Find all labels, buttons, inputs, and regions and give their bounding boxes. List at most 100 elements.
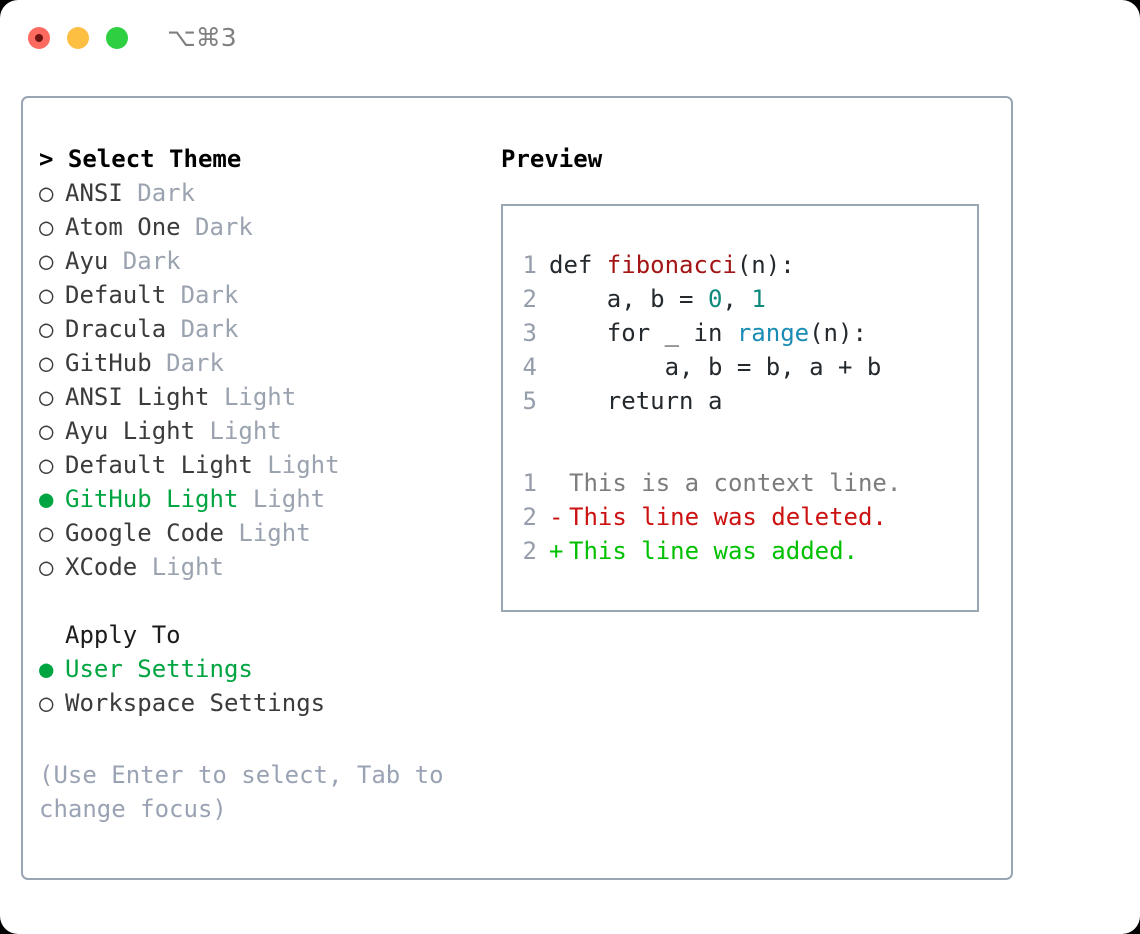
theme-item-variant-tag: Dark bbox=[122, 247, 181, 275]
content-frame: > Select Theme ○ANSI Dark○Atom One Dark○… bbox=[21, 96, 1013, 880]
code-token-plain: , bbox=[722, 285, 752, 313]
radio-unselected-icon: ○ bbox=[39, 247, 54, 275]
diff-line-text: This line was deleted. bbox=[569, 503, 887, 531]
theme-item-name: Ayu bbox=[65, 247, 123, 275]
theme-list[interactable]: ○ANSI Dark○Atom One Dark○Ayu Dark○Defaul… bbox=[39, 176, 479, 584]
code-token-fn: fibonacci bbox=[606, 251, 737, 279]
theme-item-dracula[interactable]: ○ Dracula Dark bbox=[39, 312, 479, 346]
diff-line-number: 2 bbox=[522, 537, 537, 565]
diff-line-text: This line was added. bbox=[569, 537, 858, 565]
radio-unselected-icon: ○ bbox=[39, 349, 54, 377]
apply-to-option-label: Workspace Settings bbox=[65, 689, 326, 717]
code-line-number: 1 bbox=[522, 251, 537, 279]
keyboard-shortcut-label: ⌥⌘3 bbox=[167, 23, 237, 52]
code-line-number: 4 bbox=[522, 353, 537, 381]
code-line: 1 def fibonacci(n): bbox=[513, 248, 971, 282]
keyboard-hint-text: (Use Enter to select, Tab to change focu… bbox=[39, 761, 444, 823]
code-token-builtin: range bbox=[736, 319, 810, 347]
close-window-button[interactable] bbox=[28, 27, 50, 49]
code-token-num: 0 bbox=[707, 285, 723, 313]
code-token-kw: return a bbox=[549, 387, 723, 415]
apply-to-option-workspace-settings[interactable]: ○ Workspace Settings bbox=[39, 686, 479, 720]
code-line: 2 a, b = 0, 1 bbox=[513, 282, 971, 316]
code-token-kw: def bbox=[549, 251, 607, 279]
diff-line-deleted: 2-This line was deleted. bbox=[513, 500, 971, 534]
code-line-number: 2 bbox=[522, 285, 537, 313]
theme-selector-pane: > Select Theme ○ANSI Dark○Atom One Dark○… bbox=[39, 142, 479, 720]
theme-item-variant-tag: Light bbox=[209, 417, 282, 445]
apply-to-heading: Apply To bbox=[65, 621, 181, 649]
apply-to-option-label: User Settings bbox=[65, 655, 253, 683]
theme-item-variant-tag: Dark bbox=[180, 281, 239, 309]
apply-to-list[interactable]: ● User Settings ○ Workspace Settings bbox=[39, 652, 479, 720]
theme-item-name: Ayu Light bbox=[65, 417, 210, 445]
theme-item-xcode[interactable]: ○XCode Light bbox=[39, 550, 479, 584]
radio-unselected-icon: ○ bbox=[39, 553, 54, 581]
radio-unselected-icon: ○ bbox=[39, 315, 54, 343]
theme-item-default[interactable]: ○ Default Dark bbox=[39, 278, 479, 312]
theme-item-github-light[interactable]: ● GitHub Light Light bbox=[39, 482, 479, 516]
theme-item-name: Default bbox=[65, 281, 181, 309]
theme-item-default-light[interactable]: ○Default Light Light bbox=[39, 448, 479, 482]
radio-selected-icon: ● bbox=[39, 655, 54, 683]
list-spacer bbox=[39, 584, 479, 618]
diff-line-text: This is a context line. bbox=[569, 469, 902, 497]
apply-to-option-user-settings[interactable]: ● User Settings bbox=[39, 652, 479, 686]
theme-item-variant-tag: Dark bbox=[195, 213, 253, 241]
theme-item-name: Google Code bbox=[65, 519, 239, 547]
theme-item-variant-tag: Dark bbox=[180, 315, 239, 343]
theme-item-variant-tag: Dark bbox=[166, 349, 224, 377]
theme-item-name: XCode bbox=[65, 553, 152, 581]
code-line: 5 return a bbox=[513, 384, 971, 418]
theme-item-name: GitHub bbox=[65, 349, 167, 377]
select-theme-heading: > Select Theme bbox=[39, 145, 242, 173]
theme-item-variant-tag: Light bbox=[223, 383, 297, 411]
radio-unselected-icon: ○ bbox=[39, 179, 54, 207]
theme-item-atom-one[interactable]: ○Atom One Dark bbox=[39, 210, 479, 244]
theme-item-ayu[interactable]: ○ Ayu Dark bbox=[39, 244, 479, 278]
diff-lines: 1 This is a context line.2-This line was… bbox=[513, 466, 971, 568]
code-token-plain: (n): bbox=[736, 251, 795, 279]
code-line: 3 for _ in range(n): bbox=[513, 316, 971, 350]
theme-item-variant-tag: Light bbox=[252, 485, 326, 513]
theme-item-name: Default Light bbox=[65, 451, 268, 479]
diff-line-added: 2+This line was added. bbox=[513, 534, 971, 568]
radio-unselected-icon: ○ bbox=[39, 451, 54, 479]
theme-item-ansi[interactable]: ○ANSI Dark bbox=[39, 176, 479, 210]
theme-item-google-code[interactable]: ○Google Code Light bbox=[39, 516, 479, 550]
radio-unselected-icon: ○ bbox=[39, 689, 54, 717]
code-token-kw: for _ in bbox=[549, 319, 737, 347]
code-line-number: 5 bbox=[522, 387, 537, 415]
diff-line-context: 1 This is a context line. bbox=[513, 466, 971, 500]
minimize-window-button[interactable] bbox=[67, 27, 89, 49]
maximize-window-button[interactable] bbox=[106, 27, 128, 49]
theme-item-name: GitHub Light bbox=[65, 485, 253, 513]
code-token-plain: (n): bbox=[809, 319, 867, 347]
diff-marker bbox=[549, 466, 569, 500]
diff-line-number: 2 bbox=[522, 503, 537, 531]
code-diff-spacer bbox=[513, 418, 971, 466]
code-token-plain: a, b = b, a + b bbox=[549, 353, 882, 381]
theme-item-name: Atom One bbox=[65, 213, 196, 241]
theme-item-variant-tag: Dark bbox=[137, 179, 196, 207]
radio-unselected-icon: ○ bbox=[39, 417, 54, 445]
radio-unselected-icon: ○ bbox=[39, 519, 54, 547]
code-token-plain: a, b = bbox=[549, 285, 708, 313]
radio-unselected-icon: ○ bbox=[39, 383, 54, 411]
diff-line-number: 1 bbox=[522, 469, 537, 497]
radio-selected-icon: ● bbox=[39, 485, 54, 513]
theme-item-ansi-light[interactable]: ○ANSI Light Light bbox=[39, 380, 479, 414]
title-bar: ⌥⌘3 bbox=[0, 0, 1140, 76]
diff-marker: - bbox=[549, 503, 564, 531]
theme-item-name: Dracula bbox=[65, 315, 181, 343]
code-line-number: 3 bbox=[522, 319, 537, 347]
preview-heading: Preview bbox=[501, 145, 603, 173]
radio-unselected-icon: ○ bbox=[39, 281, 54, 309]
theme-item-ayu-light[interactable]: ○ Ayu Light Light bbox=[39, 414, 479, 448]
theme-item-github[interactable]: ○ GitHub Dark bbox=[39, 346, 479, 380]
code-token-num: 1 bbox=[751, 285, 766, 313]
